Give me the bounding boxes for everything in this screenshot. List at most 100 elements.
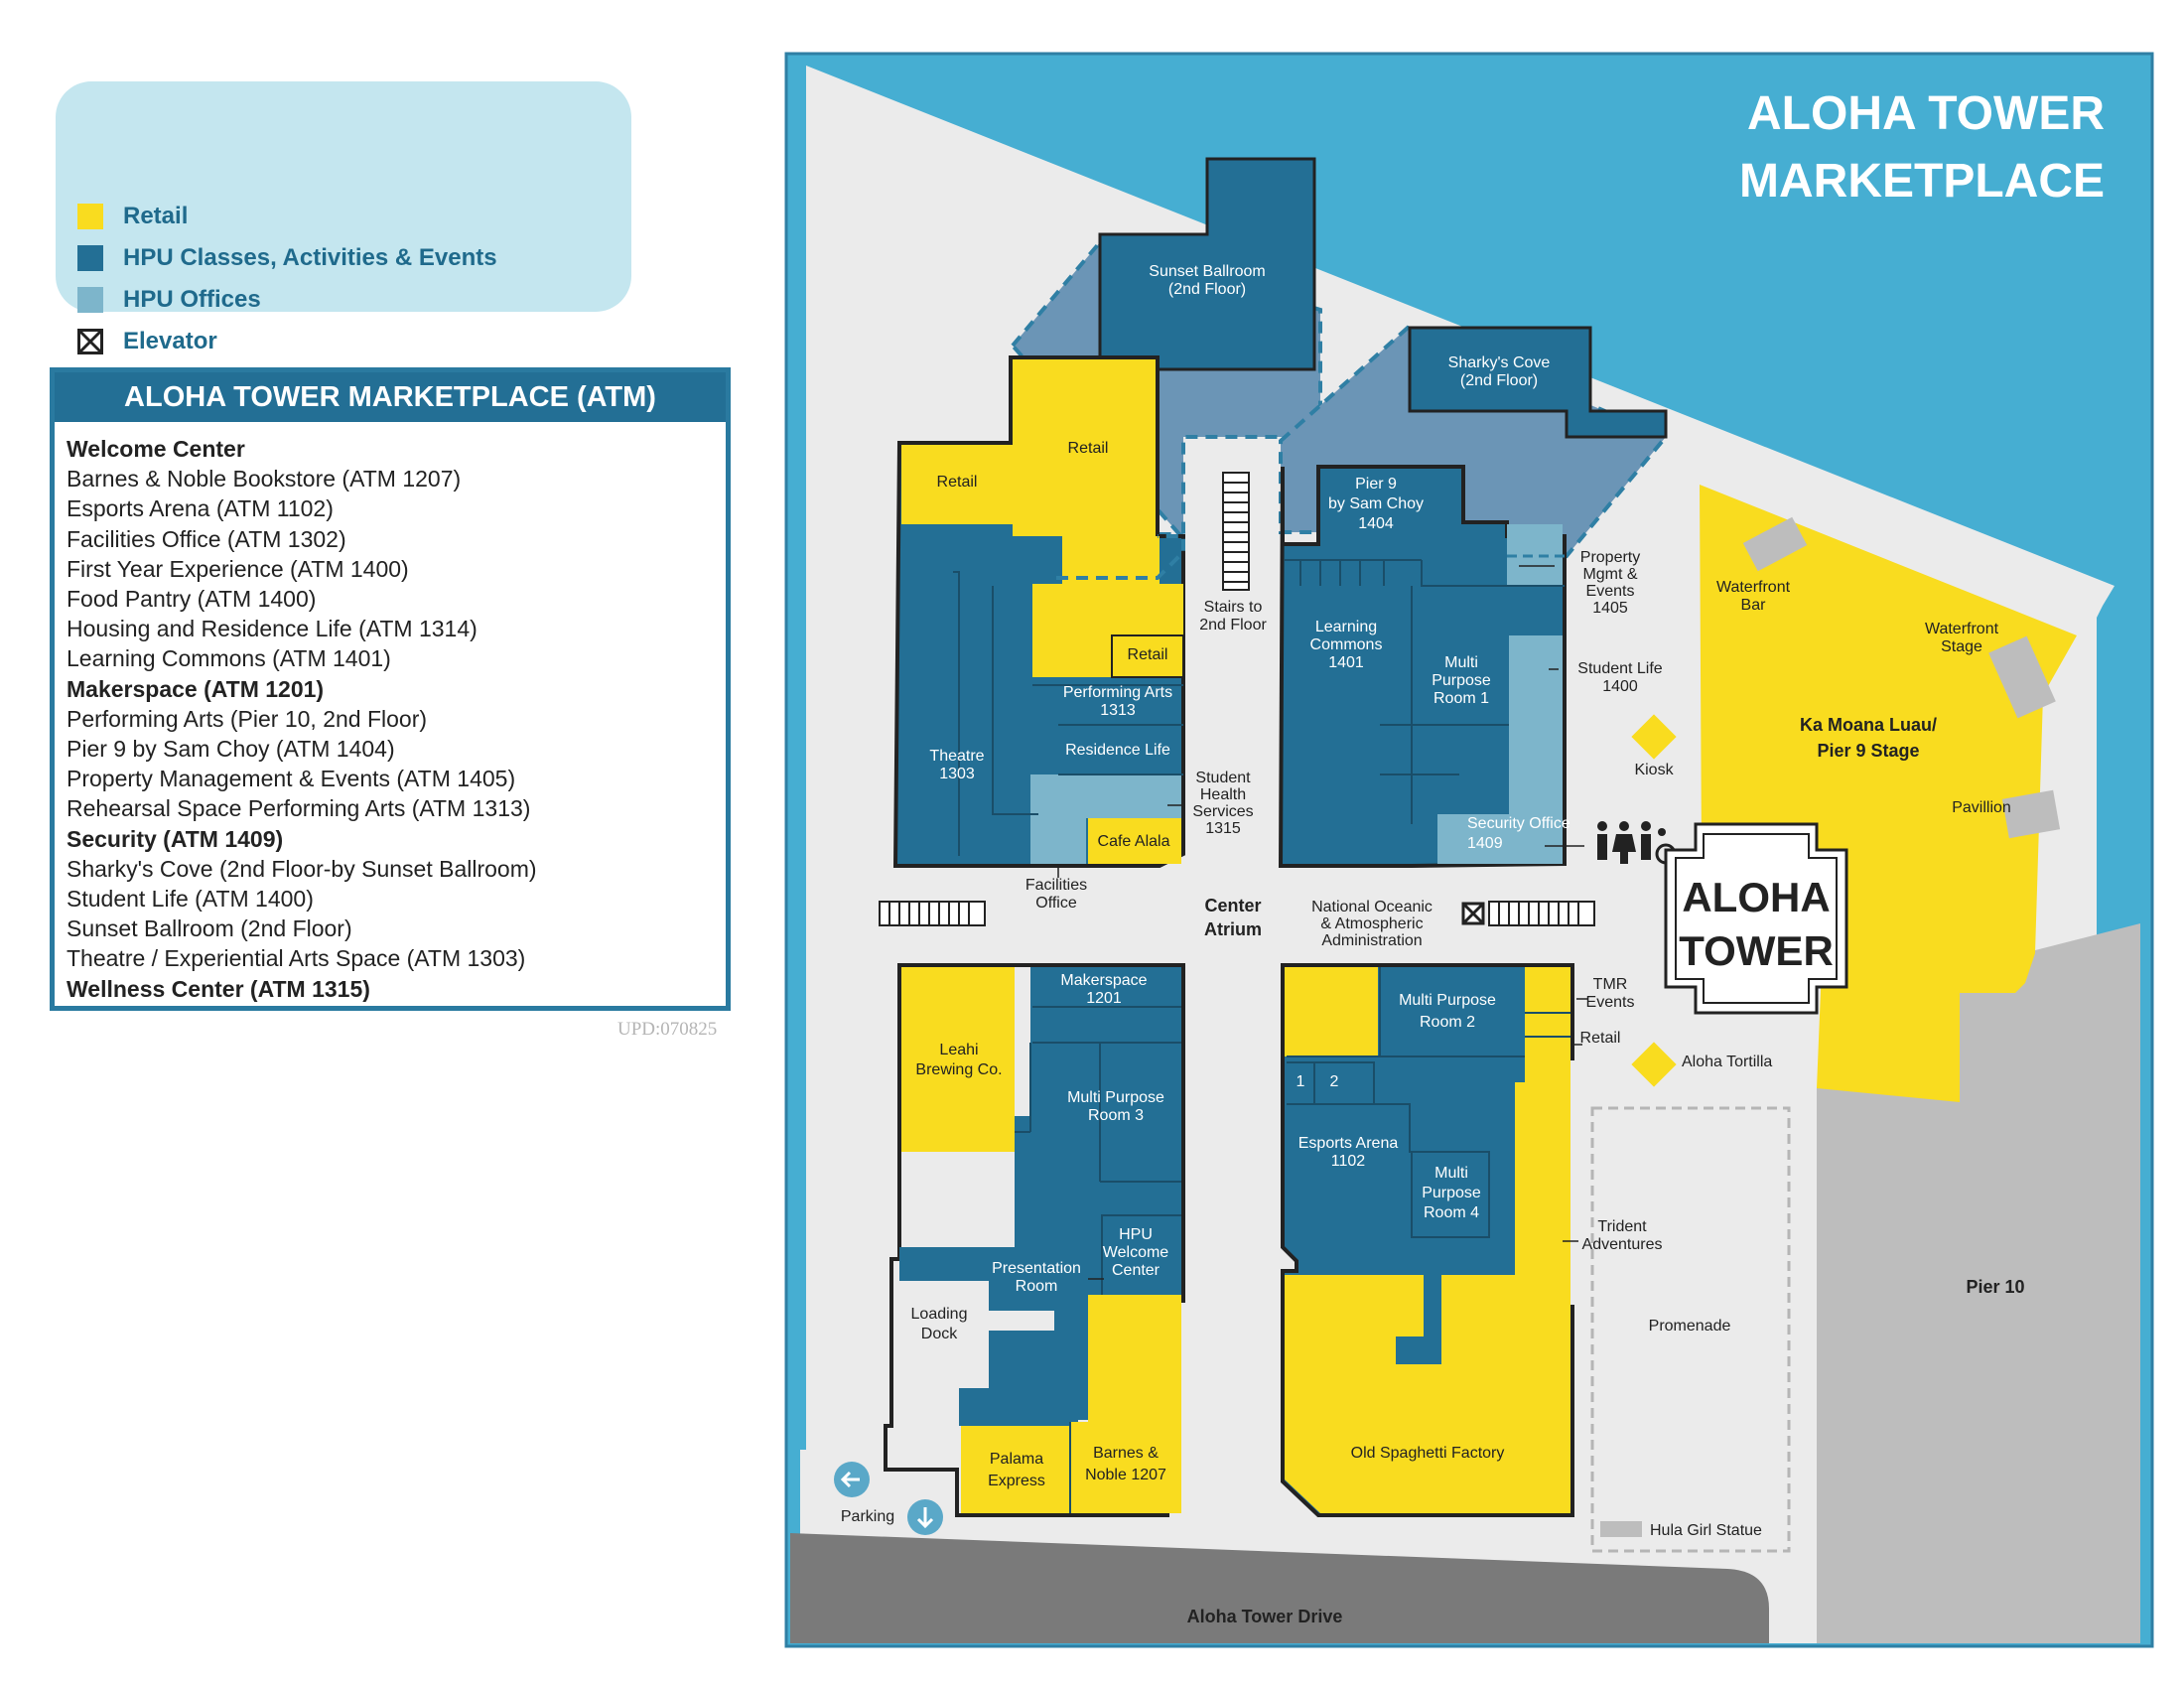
map-label-line: Kiosk xyxy=(1634,762,1674,778)
map-label-line: Presentation xyxy=(992,1260,1081,1277)
map-label-line: Residence Life xyxy=(1065,742,1170,759)
aloha-tortilla-shape xyxy=(1631,1042,1677,1087)
map-label-line: Makerspace xyxy=(1060,972,1147,989)
map-label-line: HPU xyxy=(1119,1226,1153,1243)
map-label-line: Barnes & xyxy=(1093,1445,1159,1462)
directory-item: Wellness Center (ATM 1315) xyxy=(67,975,370,1002)
map-label-line: Facilities xyxy=(1025,877,1087,894)
promenade-area xyxy=(1590,1106,1791,1553)
map-label-line: Multi xyxy=(1434,1165,1468,1182)
map-legend: Retail HPU Classes, Activities & Events … xyxy=(56,81,631,354)
elevator-icon xyxy=(1461,902,1485,925)
aloha-tower-emblem-inner xyxy=(1675,833,1838,1004)
map-label-pier10: Pier 10 xyxy=(1966,1277,2024,1297)
legend-label-classes: HPU Classes, Activities & Events xyxy=(123,244,497,271)
legend-label-retail: Retail xyxy=(123,203,189,229)
map-label-line: Events xyxy=(1586,994,1635,1011)
retail-nw-small xyxy=(901,445,1013,524)
map-label-line: Ka Moana Luau/ xyxy=(1800,715,1937,735)
spaghetti-notch xyxy=(1396,1336,1432,1364)
map-label-line: 1315 xyxy=(1205,820,1241,837)
elevator-icon xyxy=(77,329,103,354)
map-label-line: Mgmt & xyxy=(1582,566,1637,583)
escalator-west-icon xyxy=(879,901,986,926)
legend-row-classes: HPU Classes, Activities & Events xyxy=(77,242,497,274)
map-label-retail-d: Retail xyxy=(1580,1030,1621,1047)
tower-label-line2: TOWER xyxy=(1679,927,1834,974)
map-label-residence-life: Residence Life xyxy=(1065,742,1170,759)
trident-adventures-room xyxy=(1515,1058,1570,1305)
map-label-line: Room 4 xyxy=(1424,1204,1479,1221)
map-label-line: Esports Arena xyxy=(1298,1135,1399,1152)
parking-left-arrow-icon[interactable] xyxy=(834,1462,870,1497)
map-label-aloha-tortilla: Aloha Tortilla xyxy=(1682,1054,1772,1070)
map-label-retail-a: Retail xyxy=(937,474,978,491)
map-label-line: Events xyxy=(1586,583,1635,600)
directory-item: First Year Experience (ATM 1400) xyxy=(67,555,409,582)
escalator-east-icon xyxy=(1488,901,1595,926)
waterfront-stage-shape xyxy=(1988,635,2056,719)
map-label-line: Performing Arts xyxy=(1063,684,1172,701)
sw-classrooms xyxy=(899,967,1181,1426)
directory-panel: ALOHA TOWER MARKETPLACE (ATM) Welcome Ce… xyxy=(50,367,731,1011)
directory-item: Esports Arena (ATM 1102) xyxy=(67,495,334,522)
map-label-line: Brewing Co. xyxy=(915,1061,1002,1078)
parking-down-arrow-icon[interactable] xyxy=(907,1499,943,1535)
map-label-line: Multi xyxy=(1444,654,1478,671)
map-label-line: Property xyxy=(1580,549,1640,566)
directory-item: Makerspace (ATM 1201) xyxy=(67,675,325,702)
directory-item: Food Pantry (ATM 1400) xyxy=(67,586,317,613)
map-label-line: Retail xyxy=(1128,646,1168,663)
map-label-barnes-noble: Barnes &Noble 1207 xyxy=(1085,1445,1166,1483)
map-label-line: Waterfront xyxy=(1925,621,1999,637)
directory-item: Performing Arts (Pier 10, 2nd Floor) xyxy=(67,705,428,732)
map-label-kiosk: Kiosk xyxy=(1634,762,1674,778)
map-label-line: Pier 9 xyxy=(1355,476,1397,492)
map-label-line: Sharky's Cove xyxy=(1448,354,1551,371)
map-label-line: Atrium xyxy=(1204,919,1262,939)
map-label-line: 1102 xyxy=(1331,1153,1366,1170)
se-interior-walls xyxy=(1287,967,1570,1238)
luau-stage xyxy=(1700,485,2077,1102)
map-label-line: Purpose xyxy=(1432,672,1491,689)
map-label-line: Cafe Alala xyxy=(1098,833,1170,850)
map-label-line: Room 2 xyxy=(1420,1014,1475,1031)
palama-express-room xyxy=(961,1426,1070,1513)
map-label-line: Security Office xyxy=(1467,815,1570,832)
map-label-line: Retail xyxy=(1580,1030,1621,1047)
map-label-line: Center xyxy=(1204,896,1261,915)
map-label-line: Administration xyxy=(1321,932,1422,949)
map-label-room-1: 1 xyxy=(1297,1073,1305,1090)
map-label-hula-girl: Hula Girl Statue xyxy=(1650,1522,1762,1539)
map-label-line: Aloha Tortilla xyxy=(1682,1054,1772,1070)
map-label-line: 1404 xyxy=(1358,515,1394,532)
directory-item: Sharky's Cove (2nd Floor-by Sunset Ballr… xyxy=(67,855,537,882)
map-label-line: Room 3 xyxy=(1088,1107,1144,1124)
map-label-line: Promenade xyxy=(1649,1318,1731,1335)
directory-item: Welcome Center xyxy=(67,436,245,462)
label-leader-lines xyxy=(1057,565,1588,1280)
map-label-line: Sunset Ballroom xyxy=(1149,263,1265,280)
directory-item: Theatre / Experiential Arts Space (ATM 1… xyxy=(67,945,526,972)
directory-item: Pier 9 by Sam Choy (ATM 1404) xyxy=(67,736,395,763)
offices-swatch xyxy=(77,287,103,313)
map-label-line: Learning xyxy=(1315,619,1377,635)
classes-swatch xyxy=(77,245,103,271)
map-label-line: 2 xyxy=(1330,1073,1339,1090)
